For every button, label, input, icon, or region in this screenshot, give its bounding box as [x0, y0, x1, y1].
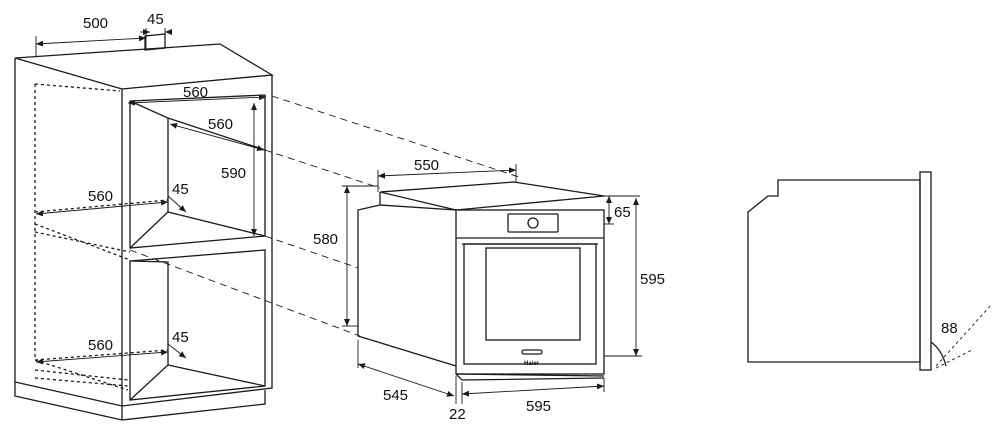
label-top-gap: 45 [147, 11, 164, 28]
label-upper-height: 590 [221, 165, 246, 182]
label-lower-width: 560 [88, 337, 113, 354]
label-middle-width: 560 [88, 188, 113, 205]
label-oven-body-height: 580 [313, 231, 338, 248]
label-oven-front-width: 595 [526, 398, 551, 415]
label-oven-body-depth: 545 [383, 387, 408, 404]
oven-body [357, 181, 605, 381]
label-middle-gap: 45 [172, 181, 189, 198]
oven-brand-label: Haier [524, 361, 540, 367]
label-door-angle: 88 [941, 320, 958, 337]
label-lower-gap: 45 [172, 329, 189, 346]
cabinet-dimensions [35, 28, 267, 365]
side-view [747, 171, 947, 371]
label-upper-width: 560 [183, 84, 208, 101]
label-top-depth: 500 [83, 15, 108, 32]
door-open-line [935, 303, 993, 367]
projection-lines [129, 95, 523, 337]
door-open-line-lower [935, 349, 973, 369]
label-upper-depth: 560 [208, 116, 233, 133]
cabinet [14, 33, 275, 421]
label-oven-top-depth: 550 [414, 157, 439, 174]
label-oven-total-height: 595 [640, 271, 665, 288]
label-oven-front-thickness: 22 [449, 406, 466, 423]
oven-dimensions [342, 164, 642, 404]
label-oven-panel-height: 65 [614, 204, 631, 221]
